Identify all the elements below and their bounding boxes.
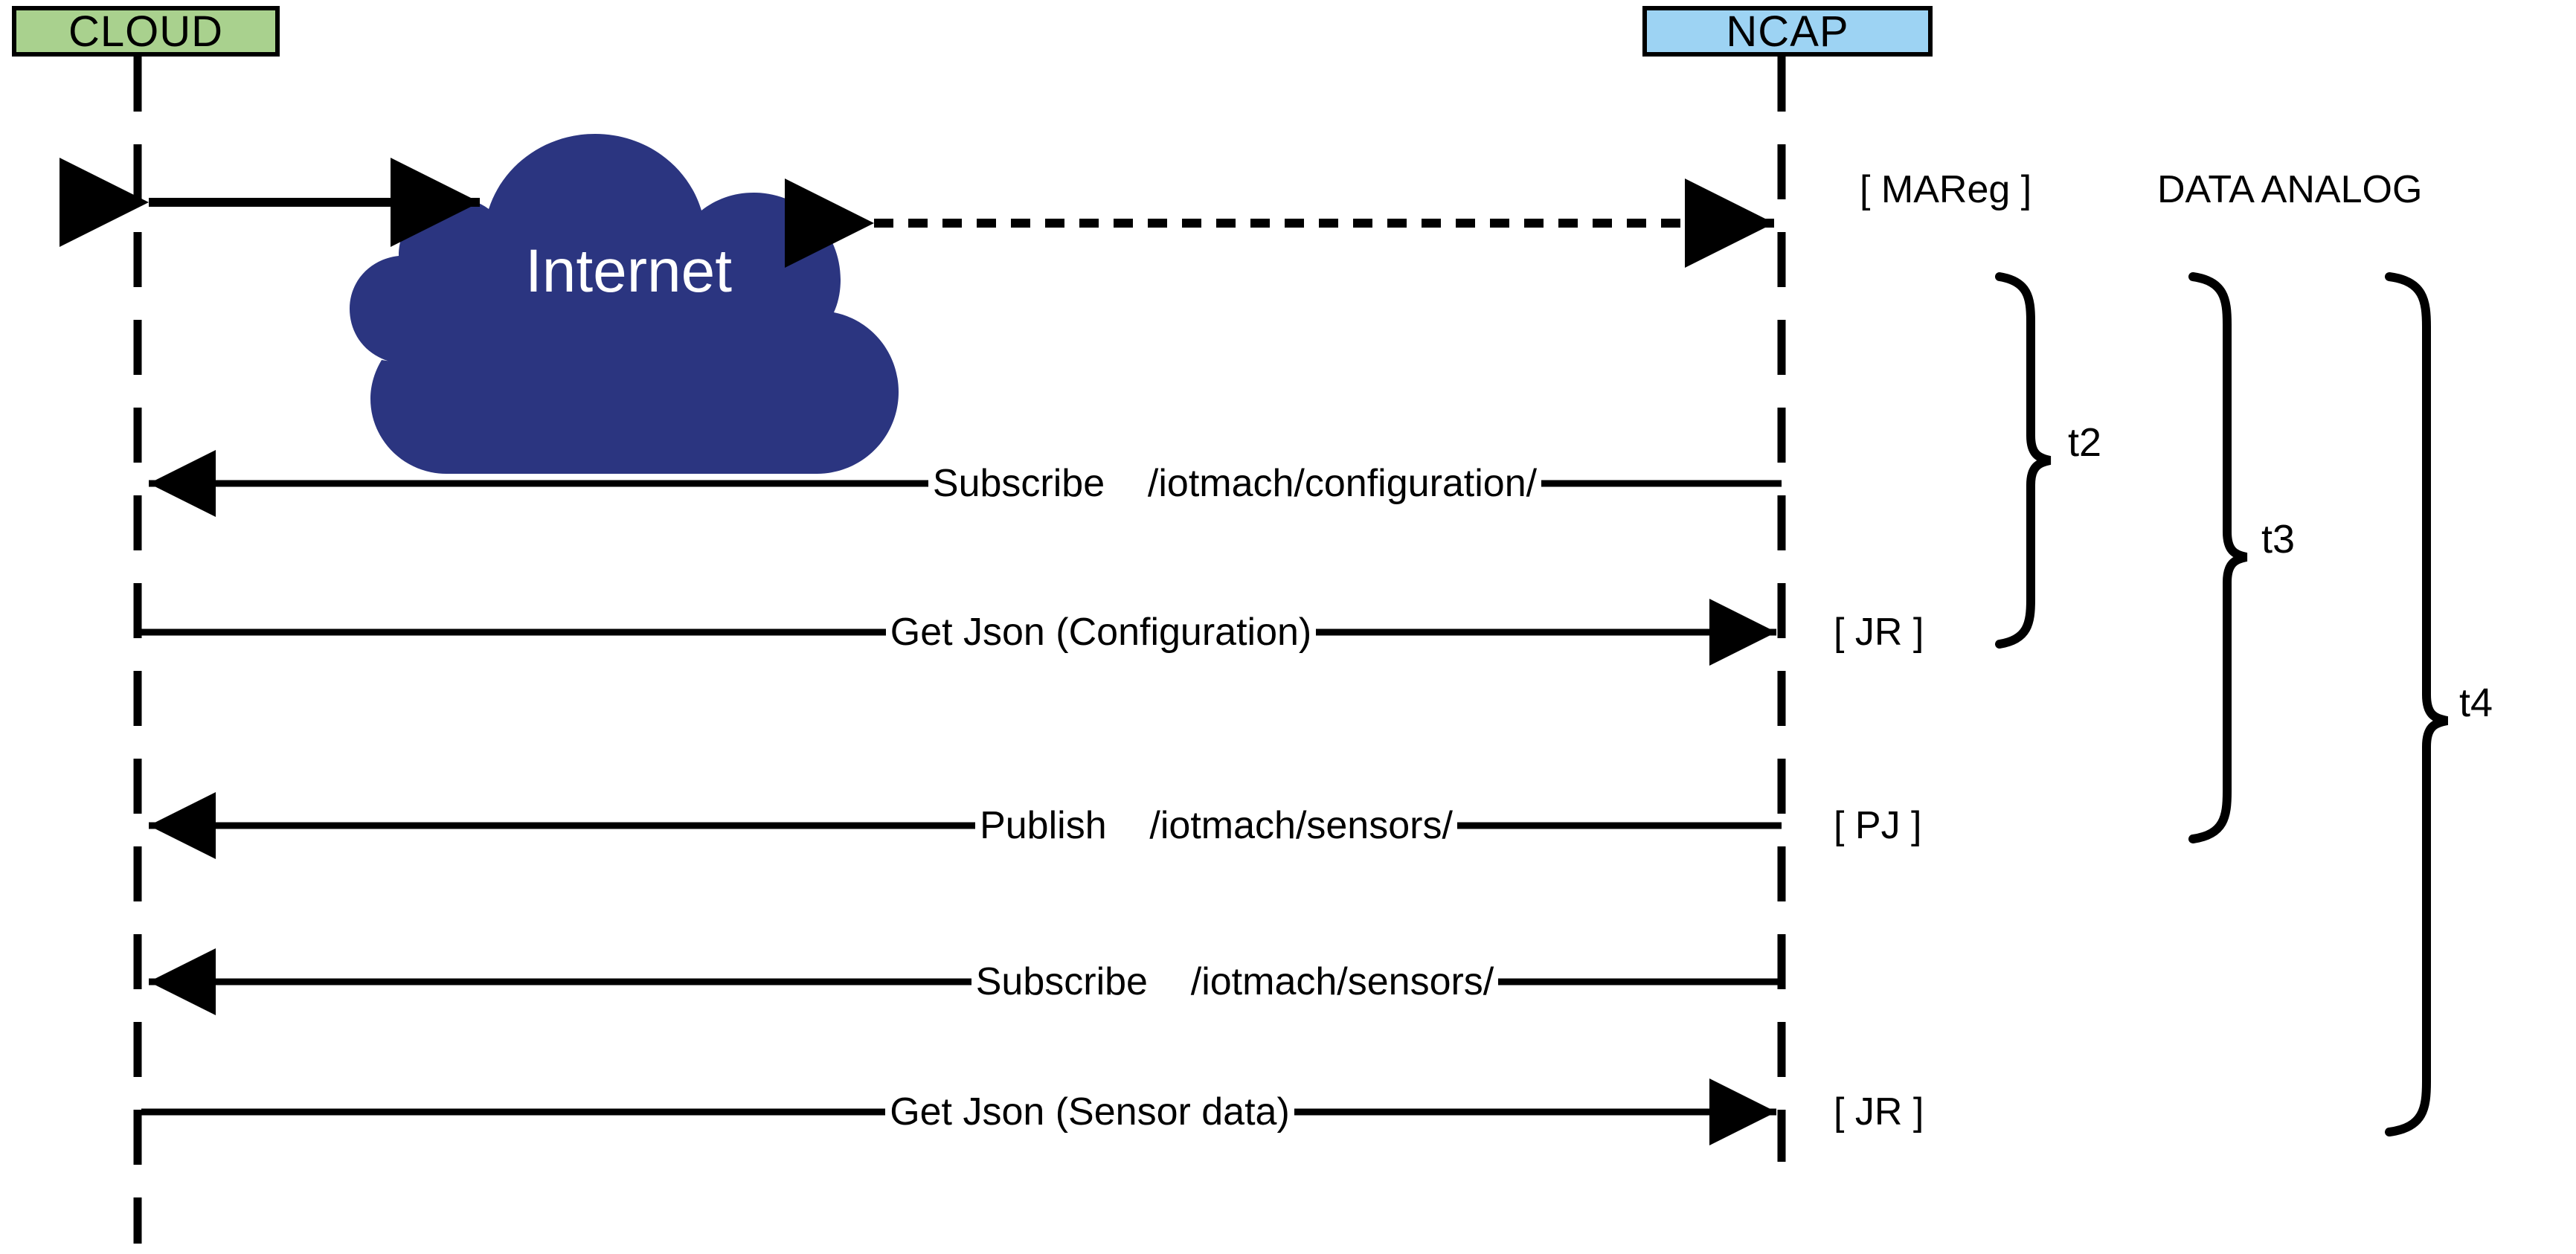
brace-label-t2: t2 (2068, 420, 2102, 465)
internet-cloud-label: Internet (524, 237, 733, 305)
participant-box-ncap[interactable]: NCAP (1642, 6, 1933, 57)
brace-t4 (2385, 272, 2449, 1136)
participant-label-cloud: CLOUD (68, 7, 224, 56)
brace-t3 (2188, 272, 2248, 843)
annotation-data-analog: DATA ANALOG (2157, 168, 2423, 211)
message-label-subscribe-sensors: Subscribe /iotmach/sensors/ (971, 962, 1499, 1001)
participant-box-cloud[interactable]: CLOUD (12, 6, 280, 57)
brace-t2 (1995, 272, 2052, 649)
participant-label-ncap: NCAP (1726, 7, 1849, 56)
annotation-mareg: [ MAReg ] (1860, 168, 2032, 211)
annotation-pj: [ PJ ] (1834, 804, 1922, 847)
message-label-get-json-sensor-data: Get Json (Sensor data) (885, 1093, 1294, 1131)
message-label-subscribe-configuration: Subscribe /iotmach/configuration/ (928, 464, 1542, 503)
message-label-publish-sensors: Publish /iotmach/sensors/ (975, 806, 1457, 845)
message-label-get-json-configuration: Get Json (Configuration) (885, 613, 1317, 652)
brace-label-t4: t4 (2459, 681, 2493, 725)
annotation-jr-configuration: [ JR ] (1834, 611, 1924, 654)
brace-label-t3: t3 (2261, 517, 2296, 562)
internet-cloud-shape[interactable] (350, 134, 899, 474)
annotation-jr-sensor-data: [ JR ] (1834, 1090, 1924, 1134)
